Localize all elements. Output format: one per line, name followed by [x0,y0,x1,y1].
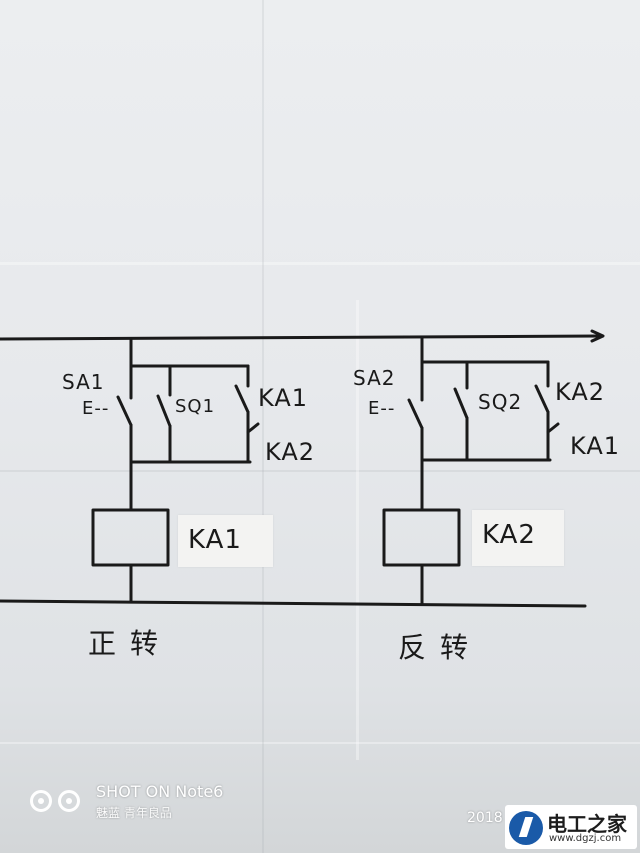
watermark-tagline: 青年良品 [123,806,172,820]
site-logo: 电工之家 www.dgzj.com [505,805,637,849]
label-reverse: 反转 [398,631,483,664]
ka2-switch-blade [534,384,550,414]
paper-fold-line [0,742,640,744]
sa2-switch-blade [407,398,424,430]
watermark-brand-name: 魅蓝 [96,806,121,820]
sa1-actuator-mark: E-- [82,398,110,419]
sa1-switch-blade [116,395,133,427]
ka1-nc-tick [546,422,560,434]
camera-lens-icon [58,790,80,812]
label-sa1: SA1 [62,370,105,394]
ka1-coil-box [91,508,170,567]
paper-fold-line [0,262,640,265]
ka2-coil-tag: KA2 [472,510,564,566]
lightning-logo-icon [509,811,543,845]
label-ka2-coil: KA2 [482,520,536,550]
bottom-rail [0,599,587,608]
label-forward: 正转 [88,627,173,660]
paper-fold-line [356,300,359,760]
label-ka1-coil: KA1 [188,525,242,555]
paper-fold-line [0,470,640,472]
watermark-brand: 魅蓝 青年良品 [96,804,172,821]
sa2-actuator-mark: E-- [368,398,396,419]
ka1-coil-tag: KA1 [178,515,273,567]
site-url: www.dgzj.com [549,833,622,844]
label-ka1-interlock: KA1 [570,432,621,460]
sq2-switch-blade [453,387,469,420]
label-ka2-contact: KA2 [555,378,606,406]
ka2-coil-box [382,508,461,567]
paper-fold-line [262,0,264,853]
ka2-nc-tick [246,422,260,434]
label-sa2: SA2 [353,366,396,390]
site-name: 电工之家 [547,812,627,836]
label-sq2: SQ2 [478,390,523,414]
sq1-switch-blade [156,394,172,428]
top-rail-arrow [590,329,605,343]
top-rail [0,334,602,341]
label-sq1: SQ1 [175,396,216,417]
watermark-year: 2018 [467,810,503,826]
ka1-switch-blade [234,384,250,414]
label-ka2-interlock: KA2 [265,438,316,466]
camera-lens-icon [30,790,52,812]
label-ka1-contact: KA1 [258,384,309,412]
watermark-shot-text: SHOT ON Note6 [96,782,224,801]
